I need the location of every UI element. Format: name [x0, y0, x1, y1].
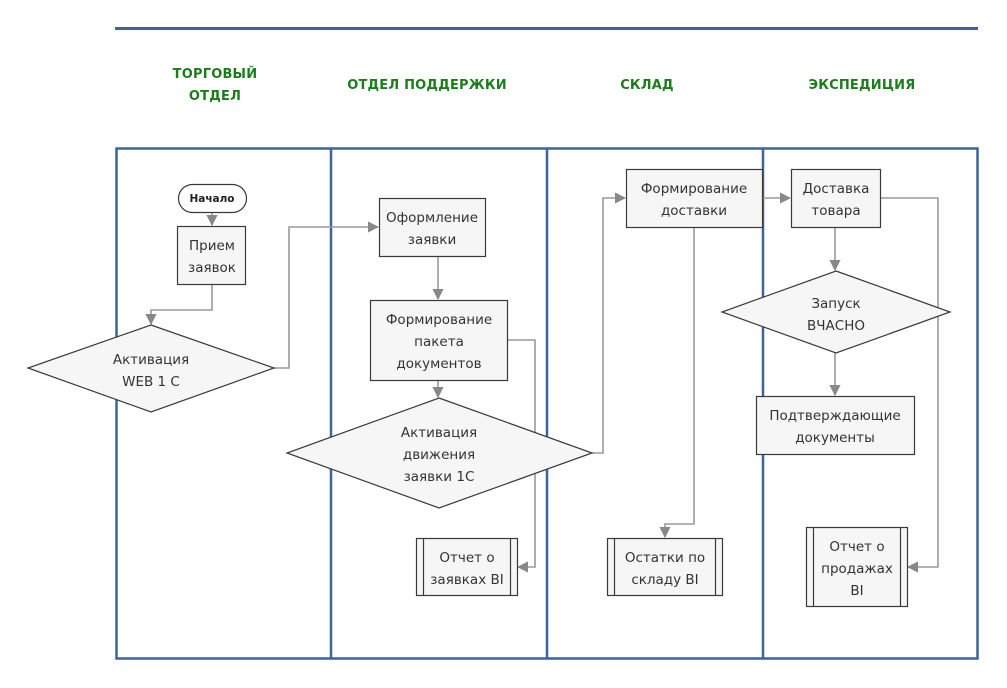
node-activate-move-line-2: движения — [403, 447, 475, 463]
lane-header-sales: ТОРГОВЫЙ ОТДЕЛ — [150, 64, 280, 108]
node-sales-report[interactable]: Отчет о продажах BI — [805, 526, 909, 608]
node-deliver-goods-line-2: товара — [811, 203, 860, 219]
process-shape — [369, 299, 509, 382]
node-register[interactable]: Оформление заявки — [378, 197, 487, 258]
node-deliver-goods-line-1: Доставка — [803, 181, 870, 197]
lane-header-expedition: ЭКСПЕДИЦИЯ — [792, 75, 932, 97]
node-receive[interactable]: Прием заявок — [176, 225, 247, 286]
process-shape — [625, 168, 764, 229]
process-shape — [790, 168, 882, 229]
node-activate-web[interactable]: Активация WEB 1 С — [26, 324, 276, 413]
node-report-orders-line-1: Отчет о — [439, 550, 494, 566]
node-confirm-docs-line-2: документы — [795, 430, 875, 446]
predefined-process-shape — [805, 526, 909, 608]
node-start[interactable]: Начало — [177, 183, 248, 214]
node-deliver-goods[interactable]: Доставка товара — [790, 168, 882, 229]
lane-header-expedition-line-1: ЭКСПЕДИЦИЯ — [808, 78, 916, 93]
node-launch-line-1: Запуск — [811, 296, 860, 312]
node-docs-package-line-2: пакета — [414, 334, 464, 350]
node-stock-report-line-1: Остатки по — [625, 550, 705, 566]
node-docs-package-line-3: документов — [396, 356, 481, 372]
node-sales-report-line-3: BI — [850, 583, 863, 599]
node-register-line-1: Оформление — [386, 210, 478, 226]
lane-header-warehouse-line-1: СКЛАД — [620, 78, 674, 93]
edge-receive-activate-web — [145, 285, 213, 326]
node-register-line-2: заявки — [408, 232, 456, 248]
process-shape — [176, 225, 247, 286]
lane-header-warehouse: СКЛАД — [587, 75, 707, 97]
node-form-delivery-line-2: доставки — [661, 203, 727, 219]
node-start-label: Начало — [189, 193, 234, 205]
process-shape — [378, 197, 487, 258]
node-report-orders[interactable]: Отчет о заявках BI — [415, 537, 519, 597]
edge-deliver-goods-sales-report — [880, 197, 939, 573]
node-docs-package[interactable]: Формирование пакета документов — [369, 299, 509, 382]
node-activate-web-line-2: WEB 1 С — [122, 374, 180, 390]
node-stock-report-line-2: складу BI — [631, 572, 698, 588]
node-launch[interactable]: Запуск ВЧАСНО — [720, 270, 952, 354]
top-rule — [115, 27, 978, 30]
node-activate-move-line-1: Активация — [401, 425, 477, 441]
node-report-orders-line-2: заявках BI — [430, 572, 503, 588]
node-docs-package-line-1: Формирование — [386, 312, 492, 328]
node-form-delivery[interactable]: Формирование доставки — [625, 168, 764, 229]
edge-activate-web-register — [274, 221, 380, 369]
node-sales-report-line-1: Отчет о — [829, 539, 884, 555]
edge-form-delivery-stock-report — [659, 227, 695, 539]
connectors — [145, 192, 939, 573]
node-receive-line-1: Прием — [189, 238, 235, 254]
decision-shape — [26, 324, 276, 413]
predefined-process-shape — [415, 537, 519, 597]
node-confirm-docs-line-1: Подтверждающие — [769, 408, 900, 424]
lane-header-support: ОТДЕЛ ПОДДЕРЖКИ — [337, 75, 517, 97]
lane-header-support-line-1: ОТДЕЛ ПОДДЕРЖКИ — [347, 78, 507, 93]
lane-header-sales-line-2: ОТДЕЛ — [188, 89, 242, 104]
decision-shape — [285, 397, 594, 509]
process-shape — [755, 395, 916, 456]
node-launch-line-2: ВЧАСНО — [807, 318, 865, 334]
node-receive-line-2: заявок — [188, 260, 236, 276]
node-form-delivery-line-1: Формирование — [641, 181, 747, 197]
node-activate-move[interactable]: Активация движения заявки 1С — [285, 397, 594, 509]
edge-activate-move-form-delivery — [592, 192, 627, 454]
lane-header-sales-line-1: ТОРГОВЫЙ — [172, 67, 258, 82]
decision-shape — [720, 270, 952, 354]
node-sales-report-line-2: продажах — [821, 561, 893, 577]
predefined-process-shape — [606, 537, 724, 597]
node-activate-web-line-1: Активация — [113, 352, 189, 368]
node-confirm-docs[interactable]: Подтверждающие документы — [755, 395, 916, 456]
node-activate-move-line-3: заявки 1С — [404, 469, 475, 485]
node-stock-report[interactable]: Остатки по складу BI — [606, 537, 724, 597]
terminator-shape — [177, 183, 248, 214]
